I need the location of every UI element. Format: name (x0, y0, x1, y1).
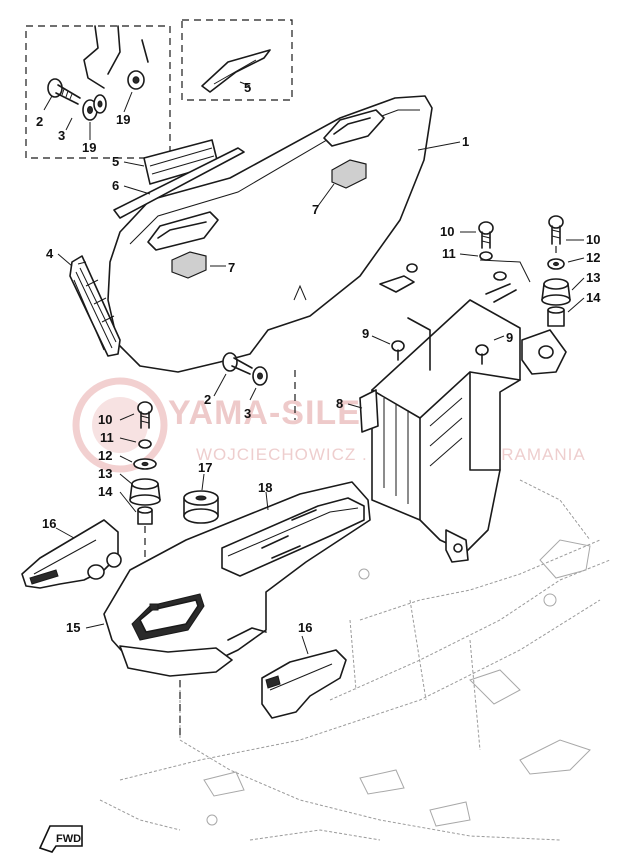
bolt-icon (391, 340, 405, 361)
collar-icon (137, 506, 153, 525)
callout-3: 3 (58, 128, 65, 143)
frame-outline (99, 479, 611, 841)
callout-9: 9 (362, 326, 369, 341)
washer-icon (133, 458, 157, 470)
callout-11: 11 (442, 246, 456, 261)
callout-5: 5 (112, 154, 119, 169)
rubber-damper-icon (129, 478, 161, 506)
callout-16: 16 (298, 620, 312, 635)
rear-fender (103, 481, 371, 677)
callout-7: 7 (312, 202, 319, 217)
washer-icon (127, 70, 145, 90)
callout-12: 12 (586, 250, 600, 265)
battery-bracket (359, 299, 567, 563)
callout-14: 14 (586, 290, 601, 305)
washer-icon (479, 251, 493, 261)
callout-10: 10 (586, 232, 600, 247)
side-cover (107, 95, 433, 373)
bolt-icon (548, 215, 564, 245)
callout-19: 19 (116, 112, 130, 127)
fender-bracket (21, 519, 122, 589)
reflector (69, 255, 121, 357)
fwd-label: FWD (56, 833, 81, 845)
callout-11: 11 (100, 430, 114, 445)
callout-2: 2 (36, 114, 43, 129)
callout-16: 16 (42, 516, 56, 531)
callout-18: 18 (258, 480, 272, 495)
trim-strip (113, 147, 245, 219)
callout-9: 9 (506, 330, 513, 345)
inset-left: 2 3 19 19 (25, 25, 171, 159)
callout-15: 15 (66, 620, 80, 635)
washer-icon (252, 366, 268, 386)
callout-1: 1 (462, 134, 469, 149)
callout-19: 19 (82, 140, 96, 155)
screw-icon (222, 352, 253, 375)
callout-10: 10 (440, 224, 454, 239)
callout-13: 13 (98, 466, 112, 481)
bolt-icon (478, 221, 494, 249)
fender-bracket (261, 649, 347, 719)
washer-icon (547, 258, 565, 270)
callout-8: 8 (336, 396, 343, 411)
watermark: YAMA-SILER.PL WOJCIECHOWICZ . . . . . . … (72, 377, 585, 473)
screw-icon (47, 78, 81, 105)
washer-icon (138, 439, 152, 449)
forward-arrow-icon: FWD (38, 825, 83, 853)
damper-icon (183, 490, 219, 524)
callout-2: 2 (204, 392, 211, 407)
callout-4: 4 (46, 246, 54, 261)
callout-12: 12 (98, 448, 112, 463)
callout-17: 17 (198, 460, 212, 475)
collar-icon (547, 306, 565, 327)
inset-right: 5 (181, 19, 293, 101)
callout-5: 5 (244, 80, 251, 95)
bolt-icon (137, 401, 153, 429)
callout-7: 7 (228, 260, 235, 275)
callout-14: 14 (98, 484, 113, 499)
washer-icon (82, 94, 107, 121)
callout-10: 10 (98, 412, 112, 427)
callout-6: 6 (112, 178, 119, 193)
callout-13: 13 (586, 270, 600, 285)
callout-3: 3 (244, 406, 251, 421)
bolt-icon (475, 344, 489, 365)
rubber-damper-icon (541, 278, 571, 306)
